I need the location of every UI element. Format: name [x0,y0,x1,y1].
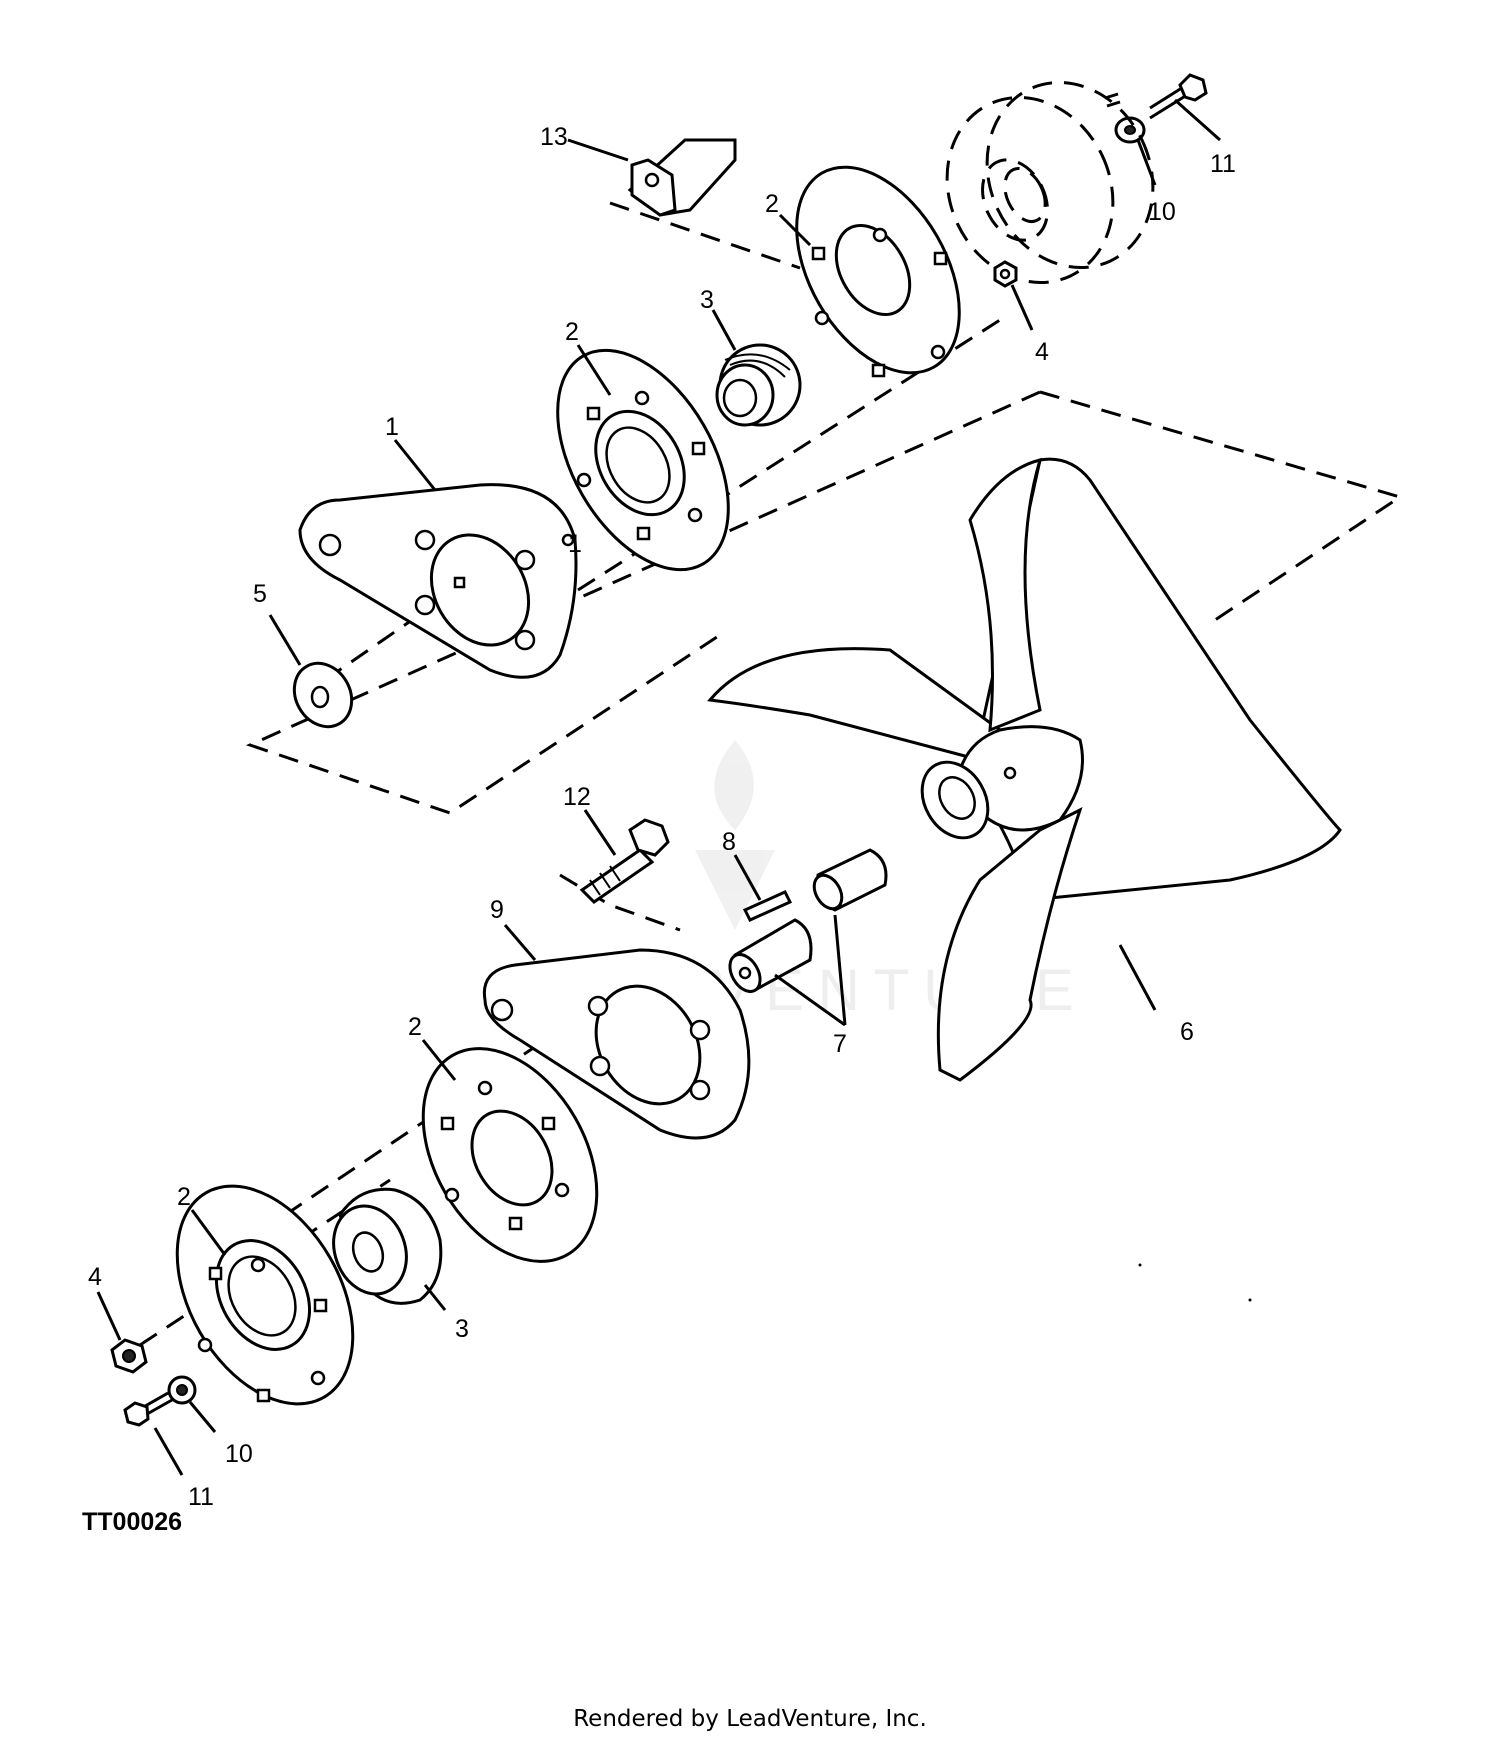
part-4-nut-lower[interactable] [110,1338,148,1374]
callout-9: 9 [490,896,504,924]
part-3-bearing-lower[interactable] [322,1187,443,1305]
callout-4-top: 4 [1035,338,1049,366]
part-13-bracket[interactable] [627,138,737,217]
part-5-washer[interactable] [283,653,363,737]
callout-6: 6 [1180,1018,1194,1046]
callout-8: 8 [722,828,736,856]
part-9-plate[interactable] [482,948,751,1140]
leader-lines [96,98,1221,1476]
callout-7: 7 [833,1030,847,1058]
callout-2-middle: 2 [565,318,579,346]
callout-10-lower: 10 [225,1440,253,1468]
part-4-nut-top[interactable] [993,260,1018,288]
stray-marks [1138,1263,1252,1302]
callout-2-lower-left: 2 [177,1183,191,1211]
part-1-plate[interactable] [298,483,578,679]
part-11-bolt-lower[interactable] [123,1391,173,1427]
part-10-washer-lower[interactable] [167,1375,197,1405]
part-2-flange-lower-left[interactable] [141,1155,389,1434]
callout-2-lower-middle: 2 [408,1013,422,1041]
callout-1-plate: 1 [385,413,399,441]
callout-1-stud: 1 [568,530,582,558]
callout-11-top: 11 [1210,150,1236,178]
callout-3-top: 3 [700,286,714,314]
callout-13: 13 [540,123,568,151]
part-7-sleeve-upper[interactable] [809,848,888,914]
wheel-tire-outline [945,81,1155,284]
callout-labels: 13 11 10 2 3 4 2 1 1 5 12 8 9 2 7 6 2 4 … [88,123,1236,1511]
part-7-sleeve-lower[interactable] [724,918,813,997]
part-8-key[interactable] [742,890,793,922]
callout-3-lower: 3 [455,1315,469,1343]
callout-10-top: 10 [1148,198,1176,226]
callout-5: 5 [253,580,267,608]
callout-4-lower: 4 [88,1263,102,1291]
figure-code: TT00026 [82,1508,182,1536]
callout-11-lower: 11 [188,1483,214,1511]
part-3-bearing-top[interactable] [715,343,802,427]
part-2-flange-lower-middle[interactable] [388,1018,633,1292]
part-6-impeller[interactable] [707,457,1342,1082]
callout-12: 12 [563,783,591,811]
part-11-bolt-top[interactable] [1149,73,1208,120]
callout-2-top-right: 2 [765,190,779,218]
watermark-logo-icon [695,740,775,930]
exploded-parts-diagram: LEADVENTURE [82,73,1404,1536]
part-10-washer-top[interactable] [1114,116,1146,144]
part-12-bolt[interactable] [579,818,670,904]
render-credit: Rendered by LeadVenture, Inc. [573,1706,927,1732]
part-2-flange-middle[interactable] [522,321,763,599]
part-2-flange-top-right[interactable] [763,139,993,401]
